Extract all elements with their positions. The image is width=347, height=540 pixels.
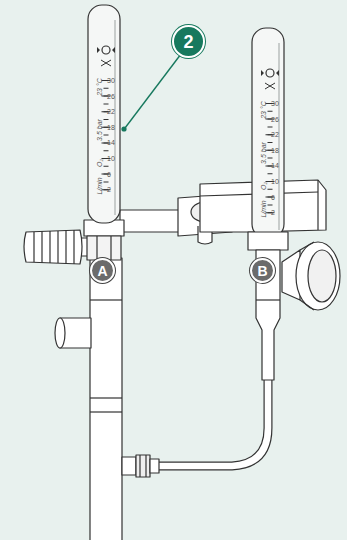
scale-number: 18 — [271, 146, 279, 153]
joint — [90, 299, 122, 300]
scale-text: O₂ — [96, 159, 103, 167]
scale-text: 3.5 bar — [96, 119, 103, 141]
scale-number: 18 — [107, 123, 115, 130]
scale-number: 10 — [271, 178, 279, 185]
scale-text: L/min — [260, 200, 267, 217]
scale-number: 2 — [107, 186, 111, 193]
fitting — [122, 457, 136, 475]
hose — [158, 378, 268, 466]
scale-number: 6 — [107, 170, 111, 177]
collar — [248, 232, 288, 250]
callout-number: 2 — [172, 25, 205, 58]
scale-number: 30 — [107, 77, 115, 84]
scale-number: 14 — [271, 162, 279, 169]
scale-number: 26 — [271, 115, 279, 122]
leader-line — [125, 54, 181, 128]
scale-number: 14 — [107, 139, 115, 146]
scale-number: 6 — [271, 193, 275, 200]
hose-inner — [158, 378, 268, 466]
outlet-end — [55, 318, 65, 348]
leader-dot — [121, 126, 126, 131]
scale-text: O₂ — [260, 182, 267, 190]
scale-number: 26 — [107, 92, 115, 99]
column — [90, 258, 122, 540]
scale-text: 3.5 bar — [260, 142, 267, 164]
nut — [136, 455, 150, 477]
scale-number: 22 — [271, 131, 279, 138]
flow-tube — [88, 5, 120, 223]
scale-number: 22 — [107, 108, 115, 115]
joint — [90, 397, 122, 398]
right-knob — [296, 242, 340, 310]
scale-number: 10 — [107, 155, 115, 162]
part-label: A — [90, 258, 115, 283]
scale-number: 2 — [271, 209, 275, 216]
left-knob — [24, 230, 82, 264]
node-text: 2 — [183, 33, 193, 51]
joint — [90, 411, 122, 412]
scale-text: 23 °C — [260, 101, 267, 119]
scale-number: 30 — [271, 100, 279, 107]
scale-text: L/min — [96, 177, 103, 194]
hex-nut — [87, 236, 121, 260]
hose-end — [150, 459, 159, 473]
node-text: A — [97, 264, 107, 278]
flow-tube — [252, 28, 284, 238]
part-label: B — [250, 258, 275, 283]
node-text: B — [257, 264, 267, 278]
scale-text: 23 °C — [96, 78, 103, 96]
